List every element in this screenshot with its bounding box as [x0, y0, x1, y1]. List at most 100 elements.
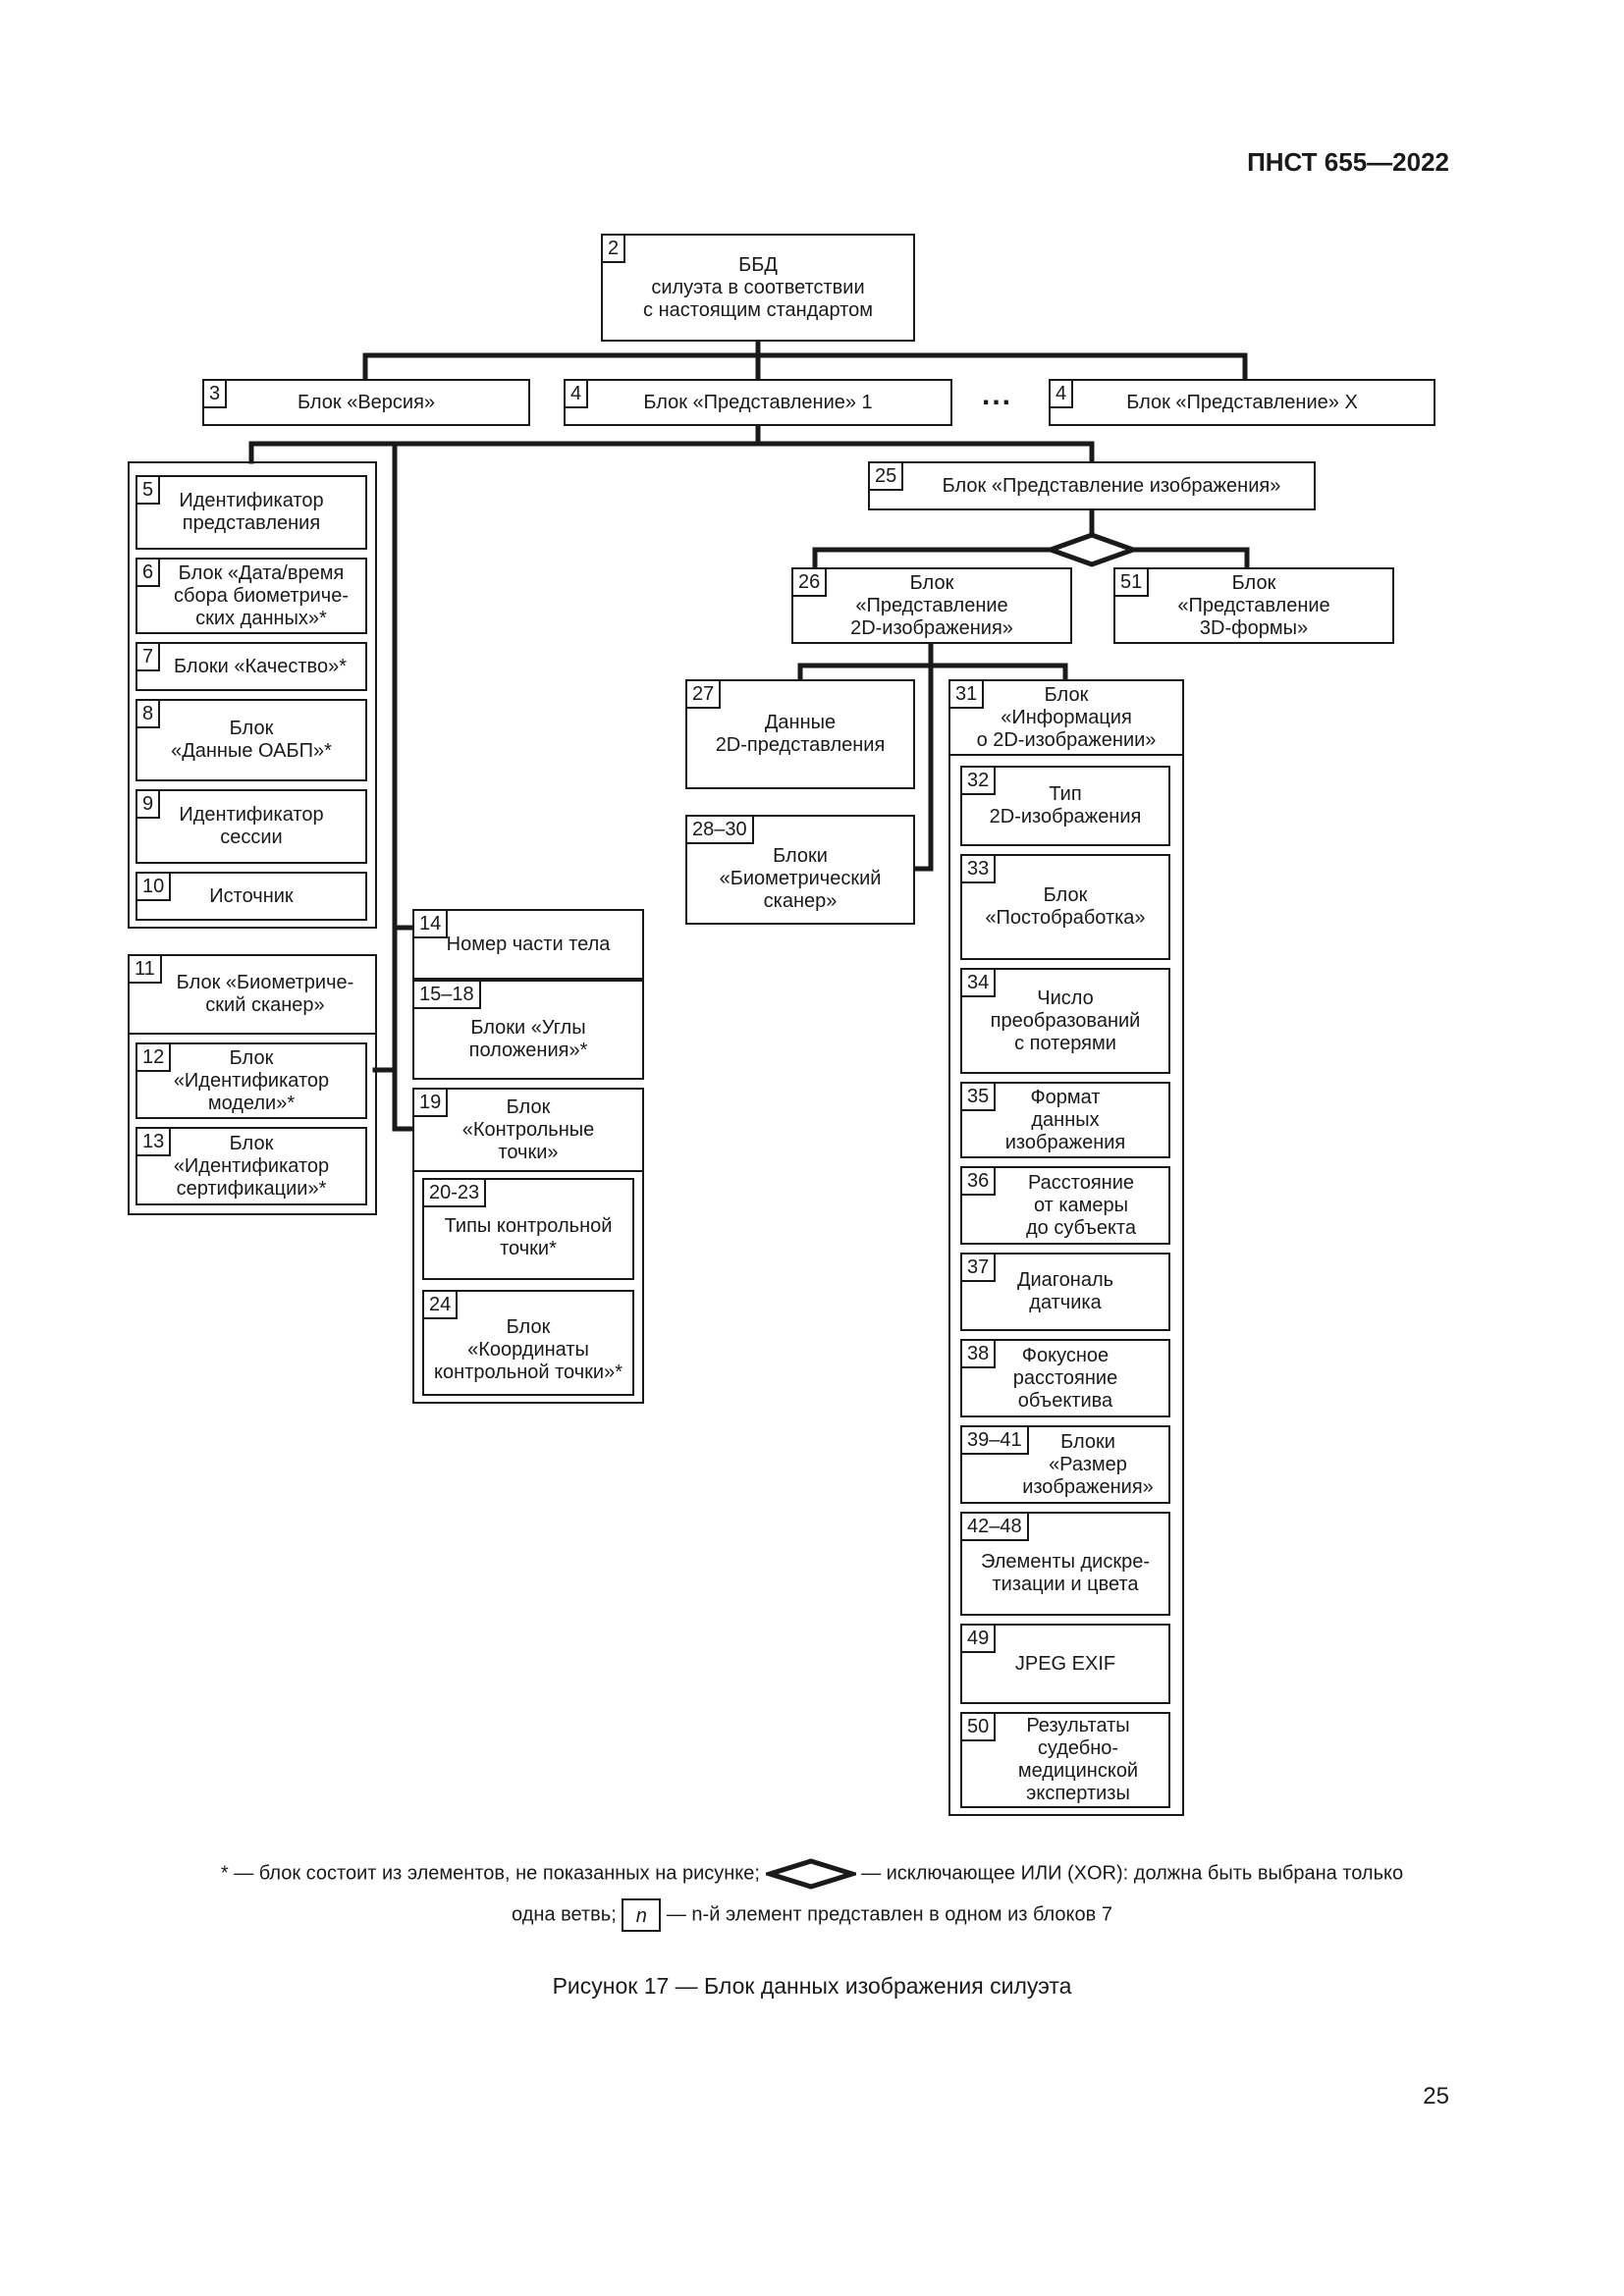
legend-asterisk-note: * — блок состоит из элементов, не показа…	[220, 1862, 760, 1885]
box-number: 31	[950, 681, 985, 709]
box-label: Типы контрольной точки*	[444, 1215, 613, 1259]
box-quality: 7 Блоки «Качество»*	[135, 642, 367, 691]
legend-n-note: — n-й элемент представлен в одном из бло…	[666, 1903, 1112, 1926]
box-label: Блок «Идентификатор сертификации»*	[173, 1132, 330, 1200]
box-label: Формат данных изображения	[1004, 1086, 1126, 1153]
box-number: 3	[204, 381, 228, 408]
box-post-processing: 33 Блок «Постобработка»	[960, 854, 1170, 960]
box-number: 2	[603, 236, 626, 263]
box-number: 27	[687, 681, 722, 709]
box-landmark-types: 20-23 Типы контрольной точки*	[422, 1178, 634, 1280]
box-pad-data: 8 Блок «Данные ОАБП»*	[135, 699, 367, 781]
box-label: Блоки «Биометрический сканер»	[719, 844, 882, 912]
box-number: 14	[414, 911, 449, 938]
box-number: 36	[962, 1168, 997, 1196]
xor-diamond-icon	[765, 1858, 856, 1890]
box-label: Блок «Версия»	[297, 391, 436, 413]
box-2d-image-type: 32 Тип 2D-изображения	[960, 766, 1170, 846]
box-number: 5	[137, 477, 161, 505]
box-representation-x: 4 Блок «Представление» X	[1049, 379, 1435, 426]
box-label: Блок «Идентификатор модели»*	[173, 1046, 330, 1114]
box-label: Блоки «Качество»*	[174, 655, 347, 677]
box-version: 3 Блок «Версия»	[202, 379, 530, 426]
box-number: 7	[137, 644, 161, 671]
box-certification-id: 13 Блок «Идентификатор сертификации»*	[135, 1127, 367, 1205]
box-number: 10	[137, 874, 172, 901]
box-label: Блок «Данные ОАБП»*	[171, 718, 332, 762]
box-landmark-coordinates: 24 Блок «Координаты контрольной точки»*	[422, 1290, 634, 1396]
box-image-representation: 25 Блок «Представление изображения»	[868, 461, 1316, 510]
box-model-id: 12 Блок «Идентификатор модели»*	[135, 1042, 367, 1119]
box-label: Блок «Представление» 1	[643, 391, 873, 413]
box-label: Результаты судебно- медицинской эксперти…	[1017, 1715, 1139, 1804]
box-number: 49	[962, 1626, 997, 1653]
box-number: 11	[130, 956, 162, 984]
box-label: ББД силуэта в соответствии с настоящим с…	[643, 253, 873, 321]
box-2d-image-info: 31 Блок «Информация о 2D-изображении»	[948, 679, 1184, 756]
box-biometric-scanner-blocks: 28–30 Блоки «Биометрический сканер»	[685, 815, 915, 925]
box-lossy-transformations: 34 Число преобразований с потерями	[960, 968, 1170, 1074]
ellipsis: ...	[982, 379, 1013, 411]
legend-branch-note: одна ветвь;	[512, 1903, 617, 1926]
box-label: Источник	[209, 884, 294, 907]
box-number: 12	[137, 1044, 172, 1072]
box-label: Блок «Представление изображения»	[942, 474, 1281, 497]
box-label: Данные 2D-представления	[715, 712, 886, 756]
box-lens-focal-length: 38 Фокусное расстояние объектива	[960, 1339, 1170, 1417]
box-label: JPEG EXIF	[1014, 1652, 1116, 1675]
box-capture-datetime: 6 Блок «Дата/время сбора биометриче- ски…	[135, 558, 367, 634]
box-number: 4	[566, 381, 589, 408]
box-image-data-format: 35 Формат данных изображения	[960, 1082, 1170, 1158]
box-body-part-number: 14 Номер части тела	[412, 909, 644, 980]
box-label: Номер части тела	[446, 933, 611, 955]
box-number: 15–18	[414, 982, 481, 1009]
box-label: Фокусное расстояние объектива	[1012, 1344, 1118, 1412]
box-sensor-diagonal: 37 Диагональ датчика	[960, 1253, 1170, 1331]
box-number: 25	[870, 463, 904, 491]
box-label: Идентификатор сессии	[179, 804, 324, 848]
box-number: 37	[962, 1255, 997, 1282]
box-number: 9	[137, 791, 161, 819]
page-number: 25	[1423, 2083, 1449, 2109]
box-number: 8	[137, 701, 161, 728]
box-2d-representation-data: 27 Данные 2D-представления	[685, 679, 915, 789]
box-number: 42–48	[962, 1514, 1029, 1541]
box-number: 35	[962, 1084, 997, 1111]
box-number: 39–41	[962, 1427, 1029, 1455]
box-number: 6	[137, 560, 161, 587]
box-landmarks: 19 Блок «Контрольные точки»	[412, 1088, 644, 1172]
figure-caption: Рисунок 17 — Блок данных изображения сил…	[552, 1973, 1072, 1999]
group-frame-representation-elements	[128, 461, 377, 929]
box-image-size: 39–41 Блоки «Размер изображения»	[960, 1425, 1170, 1504]
box-label: Блок «Координаты контрольной точки»*	[434, 1315, 623, 1383]
box-number: 24	[424, 1292, 459, 1319]
box-number: 38	[962, 1341, 997, 1368]
box-label: Блок «Информация о 2D-изображении»	[976, 683, 1157, 751]
xor-diamond-icon	[1043, 532, 1141, 567]
box-label: Блок «Представление 2D-изображения»	[850, 571, 1013, 639]
box-number: 4	[1051, 381, 1074, 408]
box-3d-shape-representation: 51 Блок «Представление 3D-формы»	[1113, 567, 1394, 644]
box-number: 33	[962, 856, 997, 883]
box-label: Блок «Биометриче- ский сканер»	[176, 972, 354, 1016]
box-number: 19	[414, 1090, 449, 1117]
box-source: 10 Источник	[135, 872, 367, 921]
n-element-symbol: n	[622, 1898, 662, 1932]
box-2d-representation: 26 Блок «Представление 2D-изображения»	[791, 567, 1072, 644]
box-representation-1: 4 Блок «Представление» 1	[564, 379, 952, 426]
box-number: 20-23	[424, 1180, 487, 1207]
box-label: Блок «Постобработка»	[985, 884, 1146, 929]
box-label: Идентификатор представления	[179, 490, 324, 534]
box-label: Тип 2D-изображения	[989, 783, 1142, 828]
legend-line-1: * — блок состоит из элементов, не показа…	[0, 1857, 1624, 1891]
box-representation-id: 5 Идентификатор представления	[135, 475, 367, 550]
box-label: Блоки «Размер изображения»	[1022, 1430, 1154, 1498]
box-label: Блок «Контрольные точки»	[461, 1095, 595, 1163]
box-camera-distance: 36 Расстояние от камеры до субъекта	[960, 1166, 1170, 1245]
box-number: 34	[962, 970, 997, 997]
box-label: Блоки «Углы положения»*	[468, 1017, 588, 1061]
box-pose-angles: 15–18 Блоки «Углы положения»*	[412, 980, 644, 1080]
box-silhouette-bdb: 2 ББД силуэта в соответствии с настоящим…	[601, 234, 915, 342]
box-label: Число преобразований с потерями	[990, 987, 1141, 1054]
